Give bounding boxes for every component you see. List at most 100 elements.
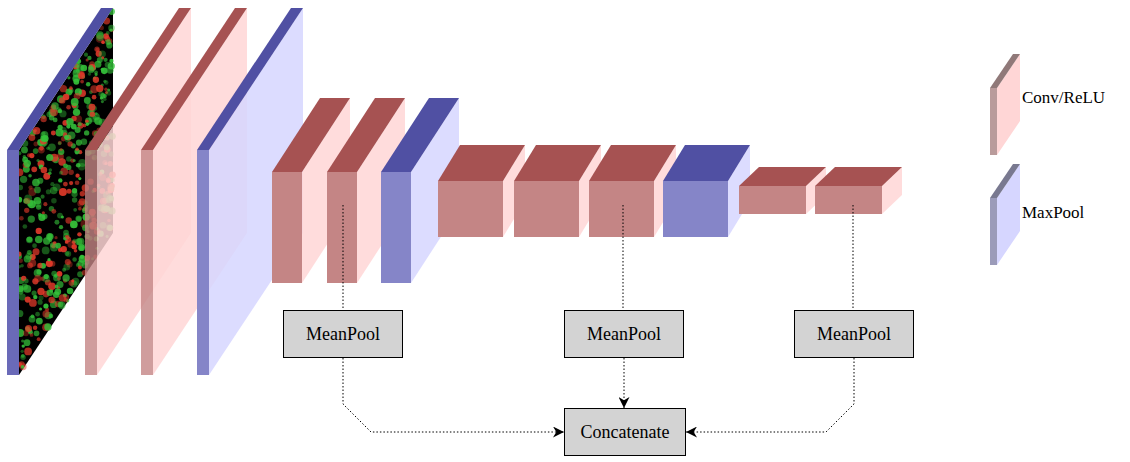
cell-dot	[57, 277, 61, 281]
cell-dot	[51, 131, 56, 136]
cell-dot	[54, 236, 57, 239]
cell-dot	[76, 140, 82, 146]
cell-dot	[41, 131, 49, 139]
concat-box: Concatenate	[564, 408, 686, 456]
layer-top-face	[514, 145, 601, 181]
cell-dot	[41, 167, 48, 174]
layer-top-face	[438, 145, 525, 181]
cell-dot	[59, 148, 62, 151]
cell-dot	[92, 95, 97, 100]
cell-dot	[38, 213, 42, 217]
cell-dot	[89, 104, 96, 111]
layer-top-face	[815, 167, 902, 186]
cell-dot	[50, 244, 58, 252]
cell-dot	[42, 275, 50, 283]
cell-dot	[28, 215, 35, 222]
dotted-connector	[624, 358, 625, 408]
cell-dot	[35, 236, 43, 244]
cell-dot	[21, 365, 25, 369]
layer-front-face	[438, 181, 503, 237]
cell-dot	[48, 283, 56, 291]
cell-dot	[85, 122, 89, 126]
cell-dot	[24, 208, 29, 213]
cell-dot	[43, 303, 48, 308]
cell-dot	[77, 232, 81, 236]
cell-dot	[23, 224, 28, 229]
cell-dot	[19, 216, 24, 221]
conv-layer	[514, 145, 601, 237]
layer-top-face	[381, 98, 459, 172]
cell-dot	[72, 188, 77, 193]
cell-dot	[36, 159, 39, 162]
cell-dot	[36, 228, 42, 234]
cell-dot	[51, 102, 58, 109]
cell-dot	[104, 80, 109, 85]
cell-dot	[24, 348, 32, 356]
cell-dot	[58, 178, 62, 182]
cell-dot	[73, 208, 77, 212]
cell-dot	[73, 159, 76, 162]
cell-dot	[66, 118, 73, 125]
cell-dot	[42, 214, 48, 220]
cell-dot	[74, 249, 78, 253]
cell-dot	[67, 76, 70, 79]
cell-dot	[55, 128, 63, 136]
cell-dot	[70, 221, 78, 229]
cell-dot	[63, 230, 69, 236]
node-label: MeanPool	[306, 324, 380, 345]
cell-dot	[49, 314, 54, 319]
node-label: Concatenate	[581, 422, 670, 443]
cell-dot	[86, 82, 91, 87]
cell-dot	[58, 149, 64, 155]
layer-front-face	[85, 150, 97, 375]
legend-label: MaxPool	[1022, 203, 1084, 223]
cell-dot	[71, 98, 79, 106]
cell-dot	[34, 330, 40, 336]
cell-dot	[32, 179, 40, 187]
cell-dot	[84, 53, 88, 57]
cell-dot	[66, 105, 71, 110]
cell-dot	[23, 155, 26, 158]
cell-dot	[71, 279, 74, 282]
cell-dot	[59, 225, 63, 229]
cell-dot	[81, 65, 88, 72]
cell-dot	[25, 325, 32, 332]
cell-dot	[34, 187, 41, 194]
cell-dot	[75, 174, 79, 178]
cell-dot	[33, 148, 39, 154]
cell-dot	[20, 354, 25, 359]
cell-dot	[22, 344, 25, 347]
cell-dot	[101, 100, 104, 103]
cell-dot	[54, 220, 59, 225]
cell-dot	[33, 127, 41, 135]
cell-dot	[29, 134, 36, 141]
cell-dot	[42, 247, 50, 255]
cell-dot	[51, 209, 56, 214]
layer-front-face	[589, 181, 654, 237]
cell-dot	[107, 67, 114, 74]
cell-dot	[38, 300, 43, 305]
cell-dot	[78, 122, 82, 126]
cell-dot	[39, 307, 42, 310]
cell-dot	[87, 56, 91, 60]
legend-swatch-front	[990, 198, 997, 265]
cell-dot	[78, 207, 82, 211]
cell-dot	[62, 274, 69, 281]
cell-dot	[84, 130, 89, 135]
cell-dot	[53, 292, 60, 299]
layer-top-face	[7, 8, 113, 150]
legend-swatch-top	[990, 54, 1020, 88]
layer-front-face	[197, 150, 209, 375]
cell-dot	[58, 141, 62, 145]
cell-dot	[80, 80, 84, 84]
cell-dot	[75, 127, 81, 133]
conv-layer	[815, 167, 902, 214]
cell-dot	[88, 65, 93, 70]
layer-top-face	[663, 145, 750, 181]
cell-dot	[33, 141, 38, 146]
dotted-connector	[343, 358, 564, 432]
cell-dot	[35, 312, 40, 317]
cell-dot	[51, 198, 57, 204]
cell-dot	[66, 124, 70, 128]
